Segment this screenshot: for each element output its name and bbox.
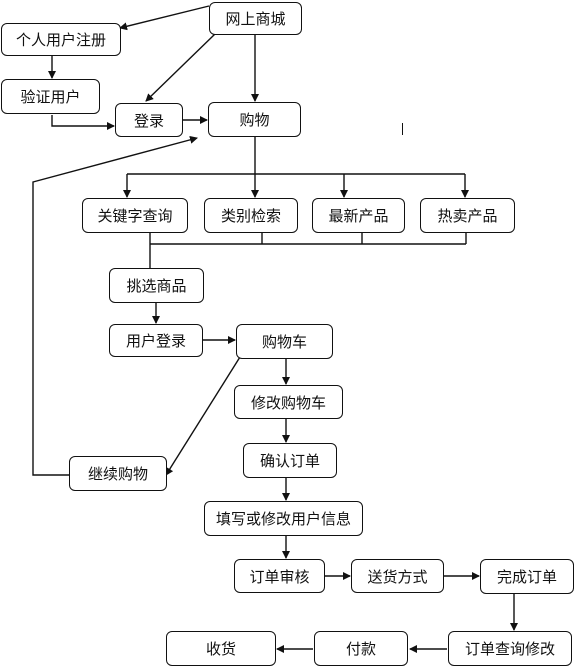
edge-gouwuche-jixu — [165, 356, 241, 476]
node-jixu: 继续购物 — [69, 456, 167, 491]
edge-jixu-gouwu — [32, 135, 198, 476]
node-guanjianzi: 关键字查询 — [82, 198, 188, 233]
node-tiaoxuan: 挑选商品 — [109, 268, 204, 303]
node-yonghudenglu: 用户登录 — [109, 324, 203, 357]
node-tianxie: 填写或修改用户信息 — [204, 501, 363, 536]
edge-wangshang-zhuce — [119, 5, 210, 31]
node-gouwu: 购物 — [208, 102, 301, 137]
node-gouwuche: 购物车 — [236, 324, 333, 359]
node-queren: 确认订单 — [243, 443, 337, 478]
node-yanzheng: 验证用户 — [1, 79, 100, 114]
node-chaxun: 订单查询修改 — [448, 631, 572, 666]
node-wangshang: 网上商城 — [209, 2, 302, 35]
text-cursor-mark — [402, 123, 403, 135]
node-songhuo: 送货方式 — [351, 559, 444, 593]
node-shenhe: 订单审核 — [234, 559, 325, 593]
node-xiugaigouwuche: 修改购物车 — [234, 385, 343, 419]
node-zhuce: 个人用户注册 — [1, 23, 121, 56]
edge-wangshang-denglu — [145, 33, 216, 102]
node-wancheng: 完成订单 — [480, 559, 574, 594]
node-denglu: 登录 — [115, 103, 183, 137]
node-remai: 热卖产品 — [420, 198, 515, 233]
node-leibie: 类别检索 — [204, 198, 298, 233]
node-fukuan: 付款 — [314, 631, 408, 666]
edge-yanzheng-denglu — [51, 115, 115, 130]
node-zuixin: 最新产品 — [312, 198, 405, 233]
node-shouhuo: 收货 — [166, 631, 276, 666]
